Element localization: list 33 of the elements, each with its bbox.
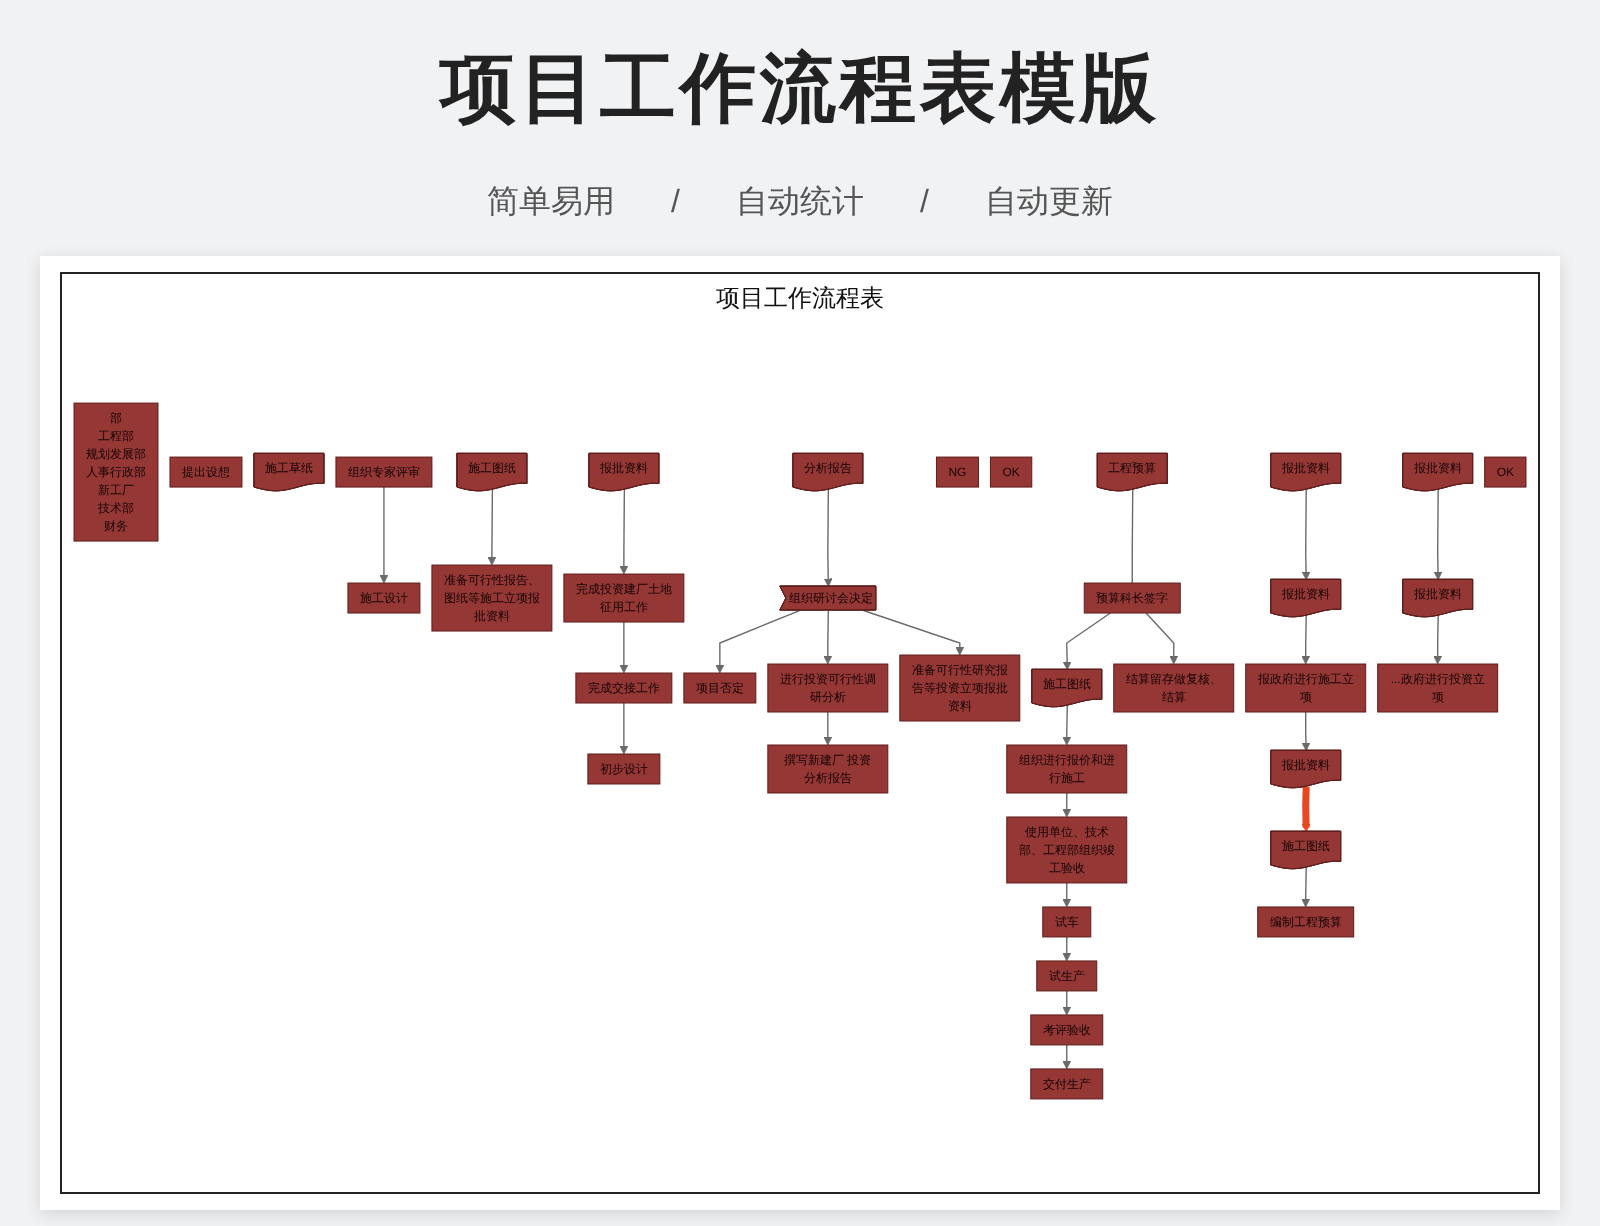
arrow — [1062, 990, 1072, 1016]
page-title: 项目工作流程表模版 — [440, 46, 1160, 136]
arrow — [715, 609, 801, 674]
arrow — [1301, 711, 1311, 752]
arrow — [379, 486, 389, 584]
frame-label: 项目工作流程表 — [716, 284, 884, 314]
arrow — [1301, 489, 1311, 581]
arrow — [487, 489, 497, 566]
arrow — [1433, 489, 1443, 581]
arrow — [1301, 866, 1311, 908]
arrow — [619, 489, 629, 575]
arrow — [1145, 612, 1179, 665]
subtitle-text: 自动更新 — [984, 184, 1113, 224]
connector-line — [1131, 489, 1134, 584]
arrow — [823, 711, 833, 746]
arrow — [1062, 936, 1072, 962]
arrow — [823, 489, 833, 587]
arrow — [1062, 612, 1112, 671]
arrow — [1301, 786, 1311, 833]
arrow — [1062, 792, 1072, 818]
arrow — [862, 609, 965, 656]
arrow — [1433, 615, 1443, 665]
arrow — [1062, 1044, 1072, 1070]
arrow — [1301, 615, 1311, 665]
arrow — [1062, 882, 1072, 908]
arrow — [619, 621, 629, 674]
subtitle-text: 简单易用 — [487, 184, 616, 224]
arrow — [823, 609, 833, 665]
arrow — [1062, 705, 1072, 746]
subtitle-text: / — [920, 184, 929, 224]
arrow — [619, 702, 629, 755]
subtitle-text: 自动统计 — [736, 184, 864, 224]
subtitle-text: / — [671, 184, 680, 224]
